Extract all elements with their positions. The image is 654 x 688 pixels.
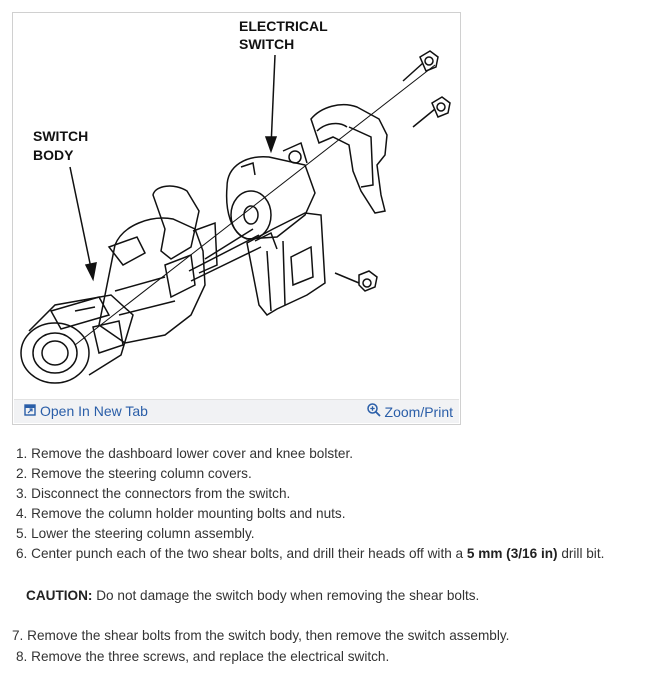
step-number: 3. [16, 486, 28, 501]
figure-frame: ELECTRICAL SWITCH SWITCH BODY [12, 12, 461, 425]
list-item: 2. Remove the steering column covers. [16, 466, 252, 481]
list-item: 6. Center punch each of the two shear bo… [16, 546, 604, 561]
step-text: Center punch each of the two shear bolts… [31, 546, 467, 561]
step-text: Lower the steering column assembly. [31, 526, 255, 541]
step-number: 2. [16, 466, 28, 481]
switch-body-drawing [98, 185, 262, 344]
caution-label: CAUTION: [26, 588, 93, 603]
label-switch-body-1: SWITCH [33, 128, 88, 144]
electrical-switch-drawing [225, 141, 316, 240]
list-item: 8. Remove the three screws, and replace … [16, 649, 389, 664]
open-in-new-tab-label: Open In New Tab [40, 403, 148, 419]
external-window-icon [24, 403, 36, 419]
screw-bottom [334, 270, 378, 292]
step-text: Disconnect the connectors from the switc… [31, 486, 291, 501]
step-text: Remove the three screws, and replace the… [31, 649, 390, 664]
step-number: 1. [16, 446, 28, 461]
list-item: 4. Remove the column holder mounting bol… [16, 506, 345, 521]
label-electrical: ELECTRICAL [239, 18, 328, 34]
zoom-print-link[interactable]: Zoom/Print [366, 403, 453, 420]
list-item: 7. Remove the shear bolts from the switc… [12, 628, 509, 643]
caution-note: CAUTION: Do not damage the switch body w… [26, 588, 479, 603]
label-switch: SWITCH [239, 36, 294, 52]
label-switch-body-2: BODY [33, 147, 74, 163]
step-number: 4. [16, 506, 28, 521]
list-item: 1. Remove the dashboard lower cover and … [16, 446, 353, 461]
step-number: 8. [16, 649, 28, 664]
step-text-end: drill bit. [557, 546, 605, 561]
caution-text: Do not damage the switch body when remov… [92, 588, 480, 603]
drill-size: 5 mm (3/16 in) [466, 546, 558, 561]
zoom-print-label: Zoom/Print [384, 403, 453, 420]
step-number: 7. [12, 628, 24, 643]
magnifier-plus-icon [366, 403, 381, 420]
step-text: Remove the steering column covers. [31, 466, 252, 481]
step-text: Remove the shear bolts from the switch b… [27, 628, 510, 643]
step-number: 6. [16, 546, 28, 561]
screw-top [402, 50, 439, 82]
step-text: Remove the dashboard lower cover and kne… [31, 446, 354, 461]
list-item: 3. Disconnect the connectors from the sw… [16, 486, 290, 501]
list-item: 5. Lower the steering column assembly. [16, 526, 255, 541]
screw-mid [412, 96, 451, 128]
open-in-new-tab-link[interactable]: Open In New Tab [24, 403, 148, 419]
figure-toolbar: Open In New Tab Zoom/Print [14, 399, 459, 423]
step-number: 5. [16, 526, 28, 541]
ignition-cylinder-drawing [20, 294, 134, 384]
diagram-lines [20, 50, 451, 384]
step-text: Remove the column holder mounting bolts … [31, 506, 346, 521]
steering-column-diagram: ELECTRICAL SWITCH SWITCH BODY [20, 18, 451, 384]
